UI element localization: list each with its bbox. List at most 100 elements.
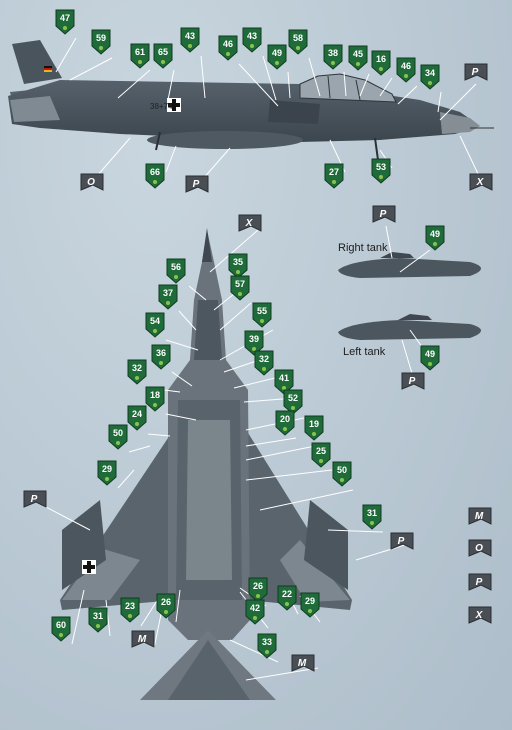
callout-number: 49: [272, 48, 282, 58]
view-flag: P: [390, 532, 414, 554]
callout-number: 61: [135, 47, 145, 57]
camo-patch: [10, 96, 60, 122]
flag-letter: X: [475, 610, 484, 621]
legend-flag: M: [468, 507, 492, 529]
decal-callout: 57: [229, 275, 251, 301]
decal-callout: 60: [50, 616, 72, 642]
callout-number: 65: [158, 47, 168, 57]
decal-callout: 55: [251, 302, 273, 328]
callout-number: 29: [305, 596, 315, 606]
canopy: [299, 73, 397, 103]
flag-letter: O: [475, 543, 483, 554]
callout-number: 31: [93, 611, 103, 621]
view-flag: P: [464, 63, 488, 85]
decal-callout: 20: [274, 410, 296, 436]
callout-number: 27: [329, 167, 339, 177]
decal-callout: 35: [227, 253, 249, 279]
callout-number: 52: [288, 393, 298, 403]
callout-number: 43: [185, 31, 195, 41]
decal-callout: 58: [287, 29, 309, 55]
view-flag: P: [185, 175, 209, 197]
decal-callout: 49: [424, 225, 446, 251]
decal-callout: 26: [155, 593, 177, 619]
flag-letter: X: [245, 218, 254, 229]
legend-flag: P: [468, 573, 492, 595]
tail-fin: [12, 40, 62, 84]
tank-views: [338, 252, 481, 340]
flag-letter: P: [31, 494, 38, 505]
decal-callout: 43: [179, 27, 201, 53]
right-tank: [338, 258, 481, 278]
decal-callout: 29: [299, 592, 321, 618]
callout-number: 43: [247, 31, 257, 41]
decal-callout: 61: [129, 43, 151, 69]
decal-callout: 27: [323, 163, 345, 189]
callout-number: 32: [259, 354, 269, 364]
callout-number: 66: [150, 167, 160, 177]
decal-callout: 53: [370, 158, 392, 184]
decal-callout: 36: [150, 344, 172, 370]
callout-number: 35: [233, 257, 243, 267]
callout-number: 54: [150, 316, 160, 326]
callout-number: 46: [223, 39, 233, 49]
callout-number: 29: [102, 464, 112, 474]
decal-callout: 46: [217, 35, 239, 61]
callout-number: 56: [171, 262, 181, 272]
flag-letter: M: [138, 634, 147, 645]
flag-letter: P: [472, 67, 479, 78]
callout-number: 20: [280, 414, 290, 424]
decal-callout: 26: [247, 577, 269, 603]
callout-number: 25: [316, 446, 326, 456]
right-tank-label: Right tank: [338, 242, 388, 254]
callout-number: 53: [376, 162, 386, 172]
view-flag: X: [469, 173, 493, 195]
flag-letter: P: [380, 209, 387, 220]
fuselage-code: 38+74: [150, 102, 173, 111]
flag-letter: P: [409, 376, 416, 387]
decal-callout: 18: [144, 386, 166, 412]
decal-callout: 65: [152, 43, 174, 69]
callout-number: 39: [249, 334, 259, 344]
view-flag: P: [372, 205, 396, 227]
leader-lines: [43, 37, 481, 681]
callout-number: 58: [293, 33, 303, 43]
flag-letter: P: [398, 536, 405, 547]
decal-callout: 23: [119, 597, 141, 623]
callout-number: 31: [367, 508, 377, 518]
iron-cross-side: [167, 98, 181, 112]
callout-number: 22: [282, 589, 292, 599]
callout-number: 26: [161, 597, 171, 607]
flag-marking: [44, 66, 52, 72]
callout-number: 16: [376, 54, 386, 64]
view-flag: M: [291, 654, 315, 676]
decal-callout: 49: [419, 345, 441, 371]
decal-callout: 31: [87, 607, 109, 633]
decal-callout: 31: [361, 504, 383, 530]
decal-callout: 16: [370, 50, 392, 76]
callout-number: 46: [401, 61, 411, 71]
legend-flag: O: [468, 539, 492, 561]
decal-callout: 43: [241, 27, 263, 53]
decal-callout: 56: [165, 258, 187, 284]
decal-callout: 41: [273, 369, 295, 395]
callout-number: 34: [425, 68, 435, 78]
callout-number: 36: [156, 348, 166, 358]
callout-number: 33: [262, 637, 272, 647]
callout-number: 32: [132, 363, 142, 373]
decal-callout: 42: [244, 599, 266, 625]
left-tank-label: Left tank: [343, 346, 386, 358]
decal-callout: 50: [331, 461, 353, 487]
decal-callout: 33: [256, 633, 278, 659]
callout-number: 49: [425, 349, 435, 359]
callout-number: 50: [113, 428, 123, 438]
flag-letter: M: [475, 511, 484, 522]
view-flag: P: [401, 372, 425, 394]
decal-callout: 19: [303, 415, 325, 441]
legend-flag: X: [468, 606, 492, 628]
intake: [268, 100, 320, 124]
decal-callout: 45: [347, 45, 369, 71]
decal-callout: 25: [310, 442, 332, 468]
flag-letter: P: [476, 577, 483, 588]
